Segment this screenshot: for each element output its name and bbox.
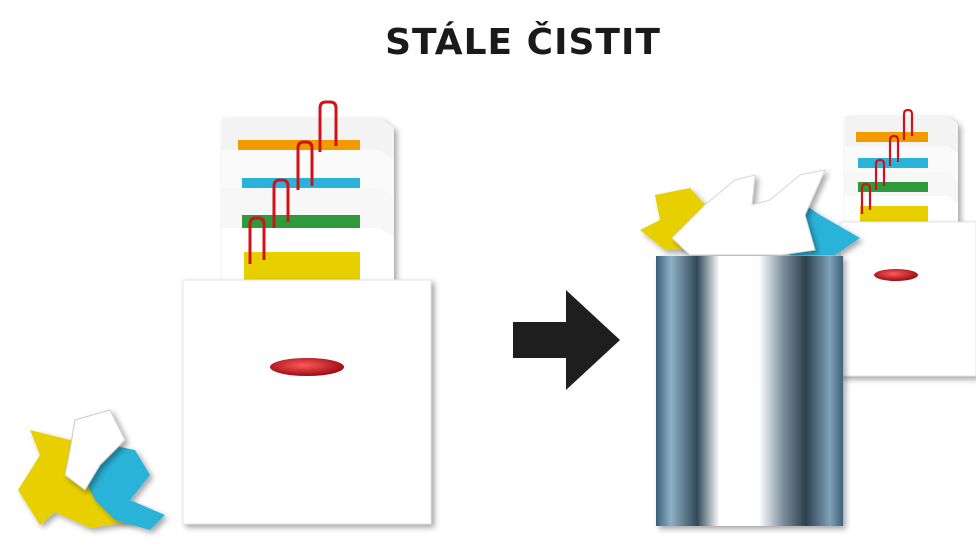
drawer-handle [270,358,344,376]
page-title: STÁLE ČISTIT [385,22,661,63]
paper-clip-icon [248,100,338,264]
folder-stack [222,100,394,280]
trash-can-body [656,256,843,526]
trash-can-icon [640,169,860,526]
crumpled-papers-icon [18,409,165,530]
tidy-cabinet-icon [839,108,976,377]
drawer-front [182,279,432,525]
filing-cabinet-full-icon [182,100,432,525]
right-arrow-icon [513,290,620,390]
